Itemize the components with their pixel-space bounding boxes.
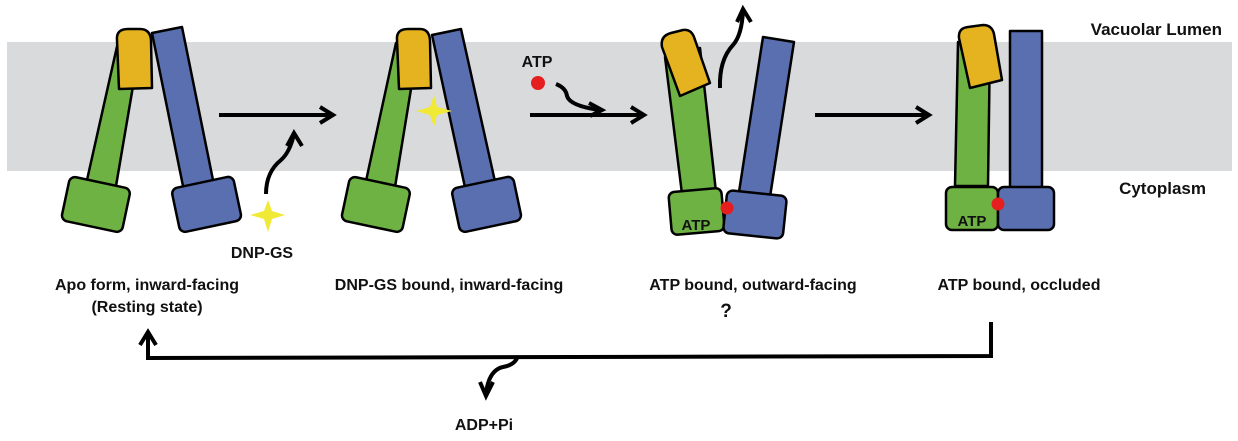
green-nbd (340, 175, 412, 234)
state-1-label: Apo form, inward-facing (55, 277, 239, 294)
atp-dot-icon (531, 76, 545, 90)
green-nbd (60, 175, 132, 234)
arrowhead-icon (318, 105, 337, 125)
state-3-label: ATP bound, outward-facing (649, 277, 856, 294)
state-2-label: DNP-GS bound, inward-facing (335, 277, 563, 294)
atp-dot-icon (720, 201, 734, 215)
substrate-binding-arrow (264, 133, 296, 195)
substrate-label: DNP-GS (231, 245, 294, 262)
adp-release-arrow (484, 355, 520, 394)
blue-nbd (996, 185, 1056, 232)
state-3-transporter: ATP (660, 28, 796, 240)
lumen-label: Vacuolar Lumen (1091, 20, 1222, 39)
bound-substrate-star-icon (416, 95, 452, 127)
state-4-transporter: ATP (944, 23, 1056, 232)
release-arrowhead-icon (735, 4, 753, 24)
nbd-atp-label: ATP (682, 217, 711, 234)
return-arrow (146, 322, 993, 361)
nbd-atp-label: ATP (958, 213, 987, 230)
atp-dot-icon (991, 197, 1005, 211)
blue-nbd (450, 175, 523, 234)
blue-nbd (170, 175, 243, 234)
substrate-star-icon (250, 200, 285, 232)
state-1-transporter (60, 25, 243, 234)
products-label: ADP+Pi (455, 417, 513, 434)
yellow-domain (957, 23, 1004, 90)
arrowhead-icon (629, 105, 648, 125)
state-4-label: ATP bound, occluded (938, 277, 1101, 294)
state-1-sublabel: (Resting state) (91, 299, 202, 316)
cytoplasm-label: Cytoplasm (1119, 179, 1206, 198)
adp-arrowhead-icon (478, 381, 495, 401)
arrowhead-icon (914, 105, 933, 125)
substrate-release-arrow (717, 9, 745, 89)
unknown-state-question-mark: ? (720, 301, 732, 322)
atp-label: ATP (522, 54, 553, 71)
yellow-domain (115, 27, 154, 91)
return-arrowhead-icon (138, 328, 158, 347)
substrate-arrowhead-icon (285, 128, 304, 148)
yellow-domain (660, 28, 712, 98)
atp-binding-arrow (555, 82, 601, 112)
blue-nbd (722, 189, 788, 240)
yellow-domain (395, 27, 433, 91)
blue-tm-helix (1008, 29, 1044, 190)
state-2-transporter (340, 27, 523, 234)
